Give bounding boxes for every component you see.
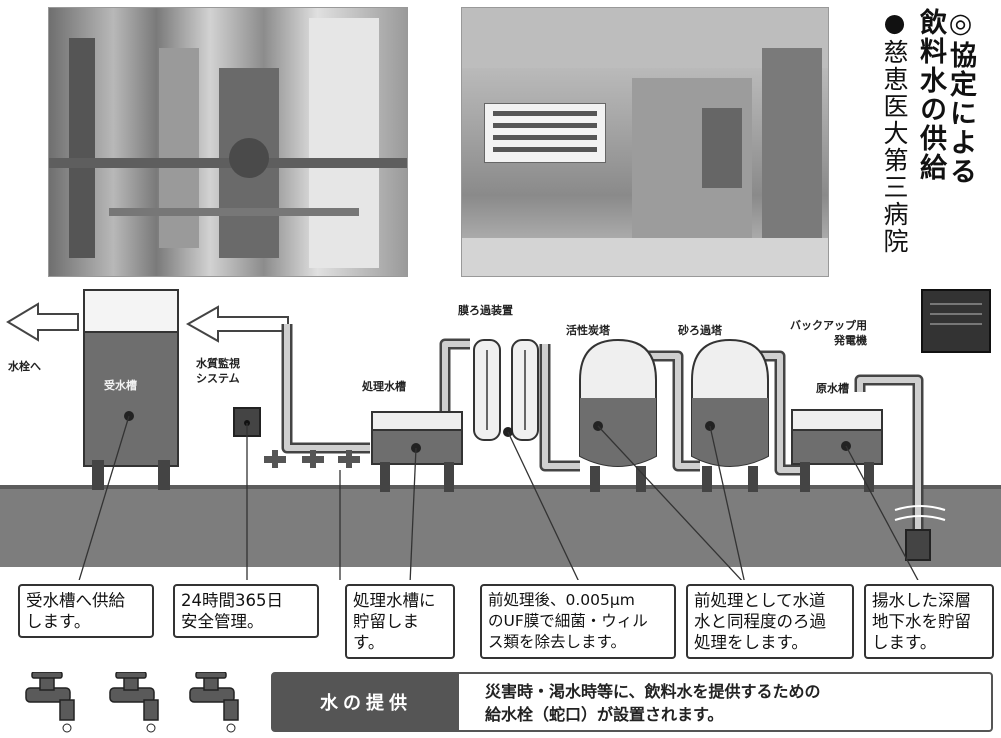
backup-generator-label: バックアップ用 発電機 <box>790 319 867 347</box>
callout-pretreatment: 前処理として水道 水と同程度のろ過 処理をします。 <box>686 584 854 659</box>
treated-tank-label: 処理水槽 <box>362 380 406 393</box>
water-supply-panel: 水の提供 災害時・渇水時等に、飲料水を提供するための 給水栓（蛇口）が設置されま… <box>271 672 993 732</box>
callout-membrane: 前処理後、0.005μm のUF膜で細菌・ウィル ス類を除去します。 <box>480 584 676 659</box>
treatment-unit-illustration <box>462 8 828 276</box>
callout-groundwater: 揚水した深層 地下水を貯留 します。 <box>864 584 994 659</box>
faucets-icon <box>25 672 239 733</box>
carbon-tower-label: 活性炭塔 <box>566 324 610 337</box>
callout-monitoring: 24時間365日 安全管理。 <box>173 584 319 638</box>
water-system-diagram <box>0 289 1001 580</box>
backup-generator <box>921 289 991 353</box>
facility-name: ●慈恵医大第三病院 <box>880 8 909 255</box>
well-label: 井戸 <box>952 472 974 485</box>
ground <box>0 485 1001 567</box>
monitoring-system-label: 水質監視 システム <box>196 357 240 385</box>
notice-sign <box>484 103 606 163</box>
activated-carbon-tower <box>579 338 657 492</box>
callout-treated-tank: 処理水槽に 貯留します。 <box>345 584 455 659</box>
sand-filter-tower <box>691 338 769 492</box>
title-heading: ◎協定による <box>945 8 976 186</box>
raw-tank-label: 原水槽 <box>816 382 849 395</box>
arrow-to-receiving-icon <box>185 305 289 343</box>
callout-receiving-tank: 受水槽へ供給 します。 <box>18 584 154 638</box>
well <box>894 505 946 561</box>
membrane-filter-label: 膜ろ過装置 <box>458 304 513 317</box>
sand-filter-label: 砂ろ過塔 <box>678 324 722 337</box>
pump-room-piping-illustration <box>49 18 407 268</box>
water-supply-text: 災害時・渇水時等に、飲料水を提供するための 給水栓（蛇口）が設置されます。 <box>485 682 821 724</box>
small-faucets-icon <box>264 450 360 468</box>
treated-water-tank <box>371 411 463 492</box>
title-subheading: 飲料水の供給 <box>915 8 946 182</box>
arrow-to-hydrant-icon <box>6 302 79 342</box>
to-hydrant-label: 水栓へ <box>8 360 41 373</box>
receiving-tank <box>83 289 179 490</box>
raw-water-tank <box>791 409 883 492</box>
water-supply-label: 水の提供 <box>273 674 459 730</box>
membrane-filter-units <box>473 339 539 441</box>
treatment-unit-photo <box>461 7 829 277</box>
pump-room-photo <box>48 7 408 277</box>
receiving-tank-label: 受水槽 <box>104 379 137 392</box>
